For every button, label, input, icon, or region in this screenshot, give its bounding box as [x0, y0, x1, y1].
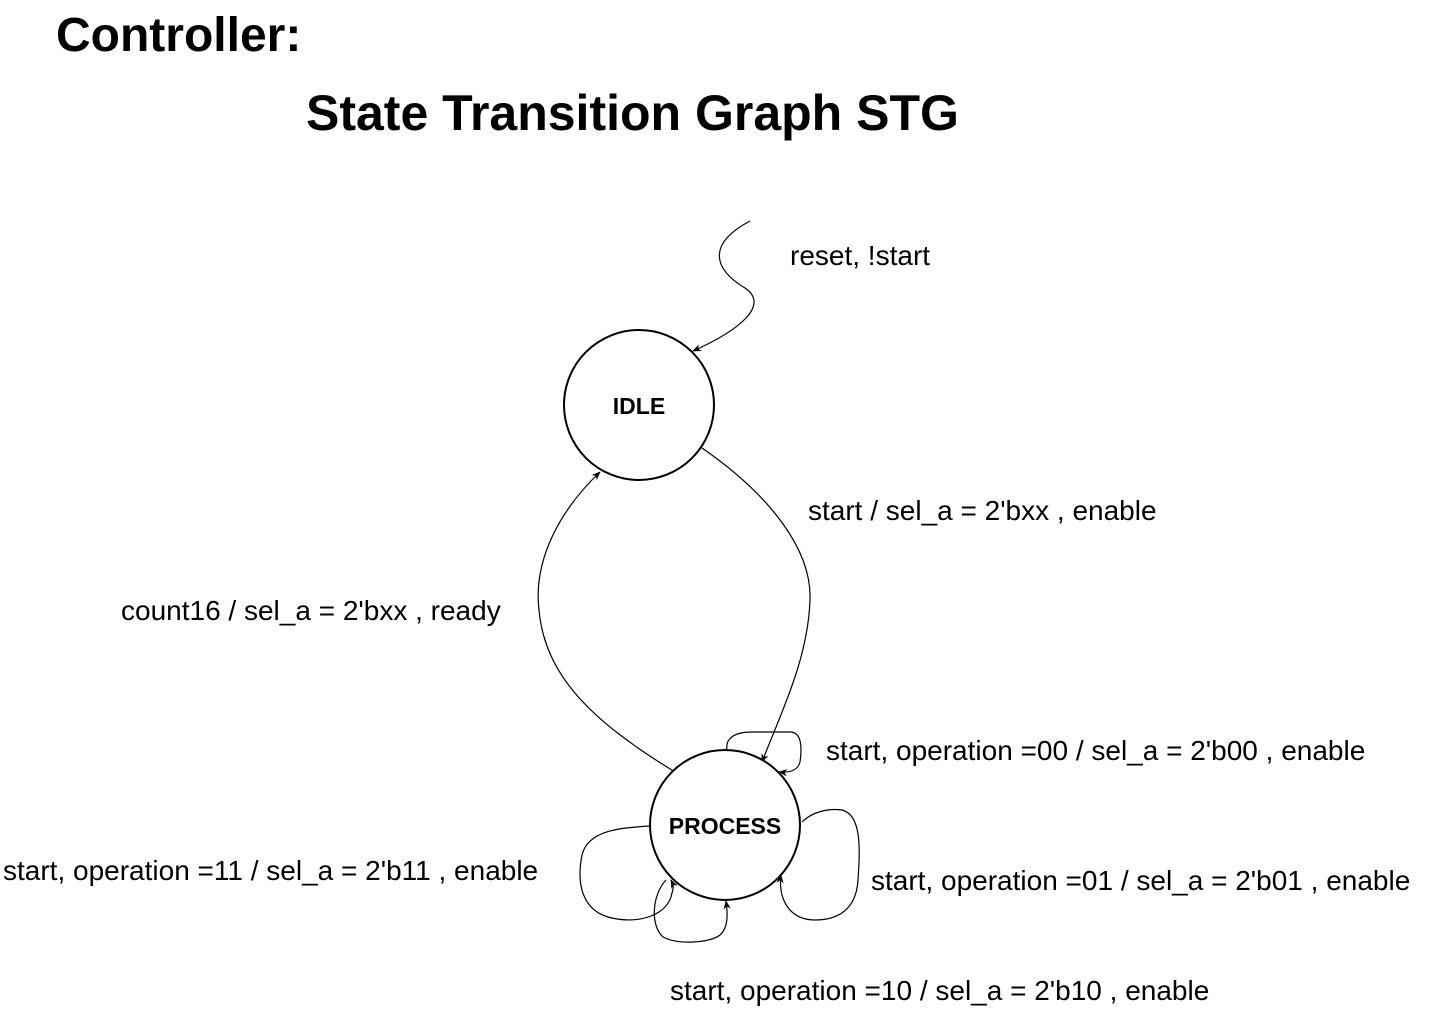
self-loop-00-label: start, operation =00 / sel_a = 2'b00 , e… [826, 735, 1365, 766]
self-loop-10-arrow [653, 879, 731, 943]
self-loop-01-label: start, operation =01 / sel_a = 2'b01 , e… [871, 865, 1410, 896]
self-loop-11-label: start, operation =11 / sel_a = 2'b11 , e… [3, 855, 538, 886]
self-loop-00-arrow [726, 731, 802, 777]
state-process-label: PROCESS [669, 813, 781, 839]
diagram-title: State Transition Graph STG [306, 85, 959, 141]
idle-to-process-arrow [701, 447, 811, 763]
state-idle-label: IDLE [613, 393, 665, 419]
reset-transition-label: reset, !start [790, 240, 930, 271]
self-loop-01-arrow [776, 808, 860, 921]
self-loop-11-arrow [579, 825, 678, 921]
state-process: PROCESS [649, 749, 801, 901]
state-idle: IDLE [563, 329, 715, 481]
reset-transition-arrow [692, 220, 755, 352]
idle-to-process-label: start / sel_a = 2'bxx , enable [808, 495, 1157, 526]
page-title: Controller: [56, 9, 302, 62]
process-to-idle-label: count16 / sel_a = 2'bxx , ready [121, 595, 501, 626]
process-to-idle-arrow [537, 471, 676, 773]
self-loop-10-label: start, operation =10 / sel_a = 2'b10 , e… [670, 975, 1209, 1006]
